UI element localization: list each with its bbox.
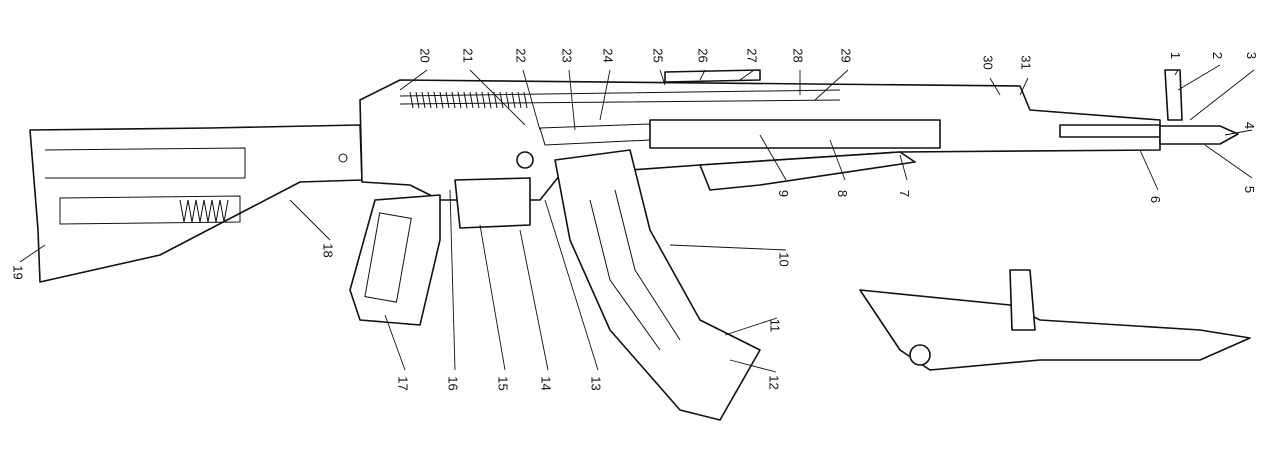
callout-18: 18 (320, 243, 336, 258)
gas-piston-housing (649, 119, 941, 149)
callout-22: 22 (513, 48, 529, 63)
stock (29, 124, 363, 283)
callout-1: 1 (1168, 51, 1184, 60)
callout-27: 27 (744, 48, 760, 63)
callout-30: 30 (980, 55, 996, 70)
bolt-carrier (539, 123, 651, 146)
callout-3: 3 (1244, 51, 1260, 60)
callout-24: 24 (600, 48, 616, 63)
recoil-spring (399, 89, 841, 105)
magazine (554, 149, 761, 421)
callout-31: 31 (1018, 55, 1034, 70)
muzzle-brake (1159, 125, 1239, 145)
callout-13: 13 (588, 376, 604, 391)
lower-handguard (699, 151, 916, 191)
callout-14: 14 (538, 376, 554, 391)
stock-screw (338, 153, 348, 163)
grip-checkering (364, 212, 412, 303)
callout-2: 2 (1210, 51, 1226, 60)
callout-11: 11 (767, 318, 783, 333)
stock-spring (179, 199, 229, 223)
callout-4: 4 (1242, 121, 1258, 130)
callout-19: 19 (10, 265, 26, 280)
callout-15: 15 (495, 376, 511, 391)
recoil-spring-coils (409, 91, 528, 109)
callout-5: 5 (1242, 185, 1258, 194)
callout-26: 26 (695, 48, 711, 63)
callout-9: 9 (776, 189, 792, 198)
callout-17: 17 (395, 376, 411, 391)
hammer-pivot (516, 151, 534, 169)
callout-8: 8 (835, 189, 851, 198)
callout-23: 23 (559, 48, 575, 63)
stock-interior (44, 147, 246, 225)
callout-21: 21 (460, 48, 476, 63)
front-sight (1164, 69, 1183, 121)
callout-20: 20 (417, 48, 433, 63)
callout-16: 16 (445, 376, 461, 391)
callout-12: 12 (766, 375, 782, 390)
callout-28: 28 (790, 48, 806, 63)
trigger-guard (454, 177, 531, 229)
magazine-ribs (589, 189, 681, 351)
leader-lines (19, 64, 1255, 373)
bayonet-inset (859, 269, 1251, 371)
callout-10: 10 (776, 252, 792, 267)
rear-sight (664, 69, 761, 83)
callout-25: 25 (650, 48, 666, 63)
callout-6: 6 (1148, 195, 1164, 204)
callout-29: 29 (838, 48, 854, 63)
pistol-grip (349, 194, 441, 326)
callout-7: 7 (897, 189, 913, 198)
barrel (1059, 124, 1161, 138)
